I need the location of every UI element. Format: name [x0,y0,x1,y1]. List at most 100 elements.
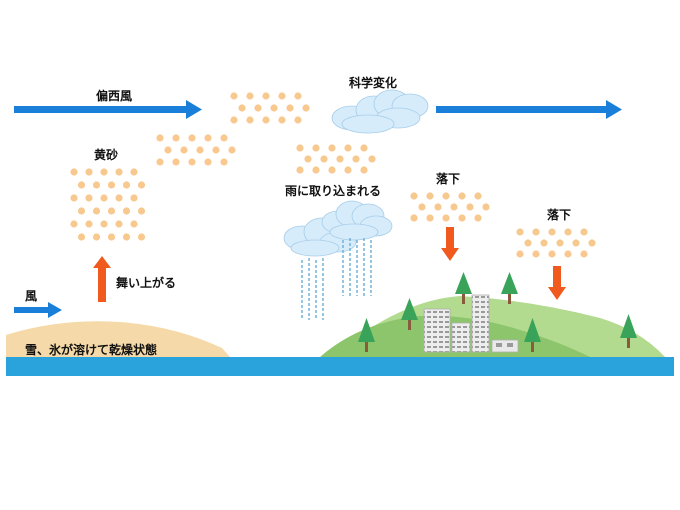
dust-particle [548,250,556,258]
dust-particle [564,228,572,236]
dust-particle [556,239,564,247]
dust-particle [434,203,442,211]
dust-particle [196,146,204,154]
dust-particle [344,144,352,152]
dry-ground-label: 雪、氷が溶けて乾燥状態 [25,343,158,357]
dust-particle [286,104,294,112]
dust-particle [410,214,418,222]
dust-particle [204,158,212,166]
dust-particle [156,134,164,142]
dust-particle [172,158,180,166]
dust-particle [204,134,212,142]
rain [301,238,372,320]
dust-particle [320,155,328,163]
dust-particle [188,158,196,166]
yellow-sand-label: 黄砂 [94,148,119,162]
dust-particle [294,116,302,124]
chemical-change-label: 科学変化 [349,76,398,90]
dust-particle [70,168,78,176]
dust-particle [130,194,138,202]
dust-particle [122,233,131,241]
dust-particle [368,155,376,163]
dust-particle [418,203,426,211]
dust-particle [262,116,270,124]
dust-particle [466,203,474,211]
buildings [423,294,519,353]
dust-particle [137,181,146,189]
dust-particle [130,168,138,176]
dust-particle [564,250,572,258]
dust-particle [360,144,368,152]
dust-particle [115,194,123,202]
dust-particle [588,239,596,247]
dust-particle [426,192,434,200]
dust-particle [312,166,320,174]
dust-particle [580,228,588,236]
dust-particle [328,166,336,174]
dust-particle [270,104,278,112]
dust-particle [458,214,466,222]
dust-particle [532,250,540,258]
dust-particle [442,214,450,222]
dust-particle [254,104,262,112]
dust-particle [442,192,450,200]
dust-particle [70,194,78,202]
dust-particle [246,92,254,100]
sand-mound [6,321,230,357]
dust-particle [122,207,131,215]
dust-particle [180,146,188,154]
dust-particle [572,239,580,247]
dust-particle [220,134,228,142]
dust-particle [137,207,146,215]
dust-particle [130,220,138,228]
dust-particle [294,92,302,100]
rise-label: 舞い上がる [116,276,177,290]
dust-particle [336,155,344,163]
dust-particle [122,181,131,189]
dust-particle [212,146,220,154]
tree [401,298,418,330]
dust-particle [302,104,310,112]
dust-particle [580,250,588,258]
dust-particle [278,116,286,124]
dust-particle [296,144,304,152]
dust-particle [172,134,180,142]
tree [620,314,637,348]
dust-particle [137,233,146,241]
dust-particle [70,220,78,228]
tree [455,272,472,304]
dust-particle [246,116,254,124]
dust-particle [115,220,123,228]
ground-wind-arrow [14,302,62,318]
dust-particle [524,239,532,247]
cloud-chemical [331,89,429,134]
dust-particle [100,220,108,228]
dust-particle [92,233,101,241]
dust-particle [296,166,304,174]
westerlies-label: 偏西風 [96,89,133,103]
dust-particle [426,214,434,222]
dust-particle [230,116,238,124]
dust-particle [92,207,101,215]
dust-particle [410,192,418,200]
dust-particle [540,239,548,247]
fall-arrow [441,227,459,261]
tree [358,318,375,352]
dust-particle [220,158,228,166]
dust-particle [548,228,556,236]
dust-particle [156,158,164,166]
dust-particle [188,134,196,142]
dust-particle [238,104,246,112]
dust-particle [516,228,524,236]
dust-particle [360,166,368,174]
fall-label-1: 落下 [436,172,461,186]
dust-particle [352,155,360,163]
dust-particle [262,92,270,100]
dust-particle [85,194,93,202]
dust-particle [474,192,482,200]
dust-particle [328,144,336,152]
dust-particle [85,220,93,228]
tree [501,272,518,304]
dust-particle [92,181,101,189]
dust-particle [164,146,172,154]
